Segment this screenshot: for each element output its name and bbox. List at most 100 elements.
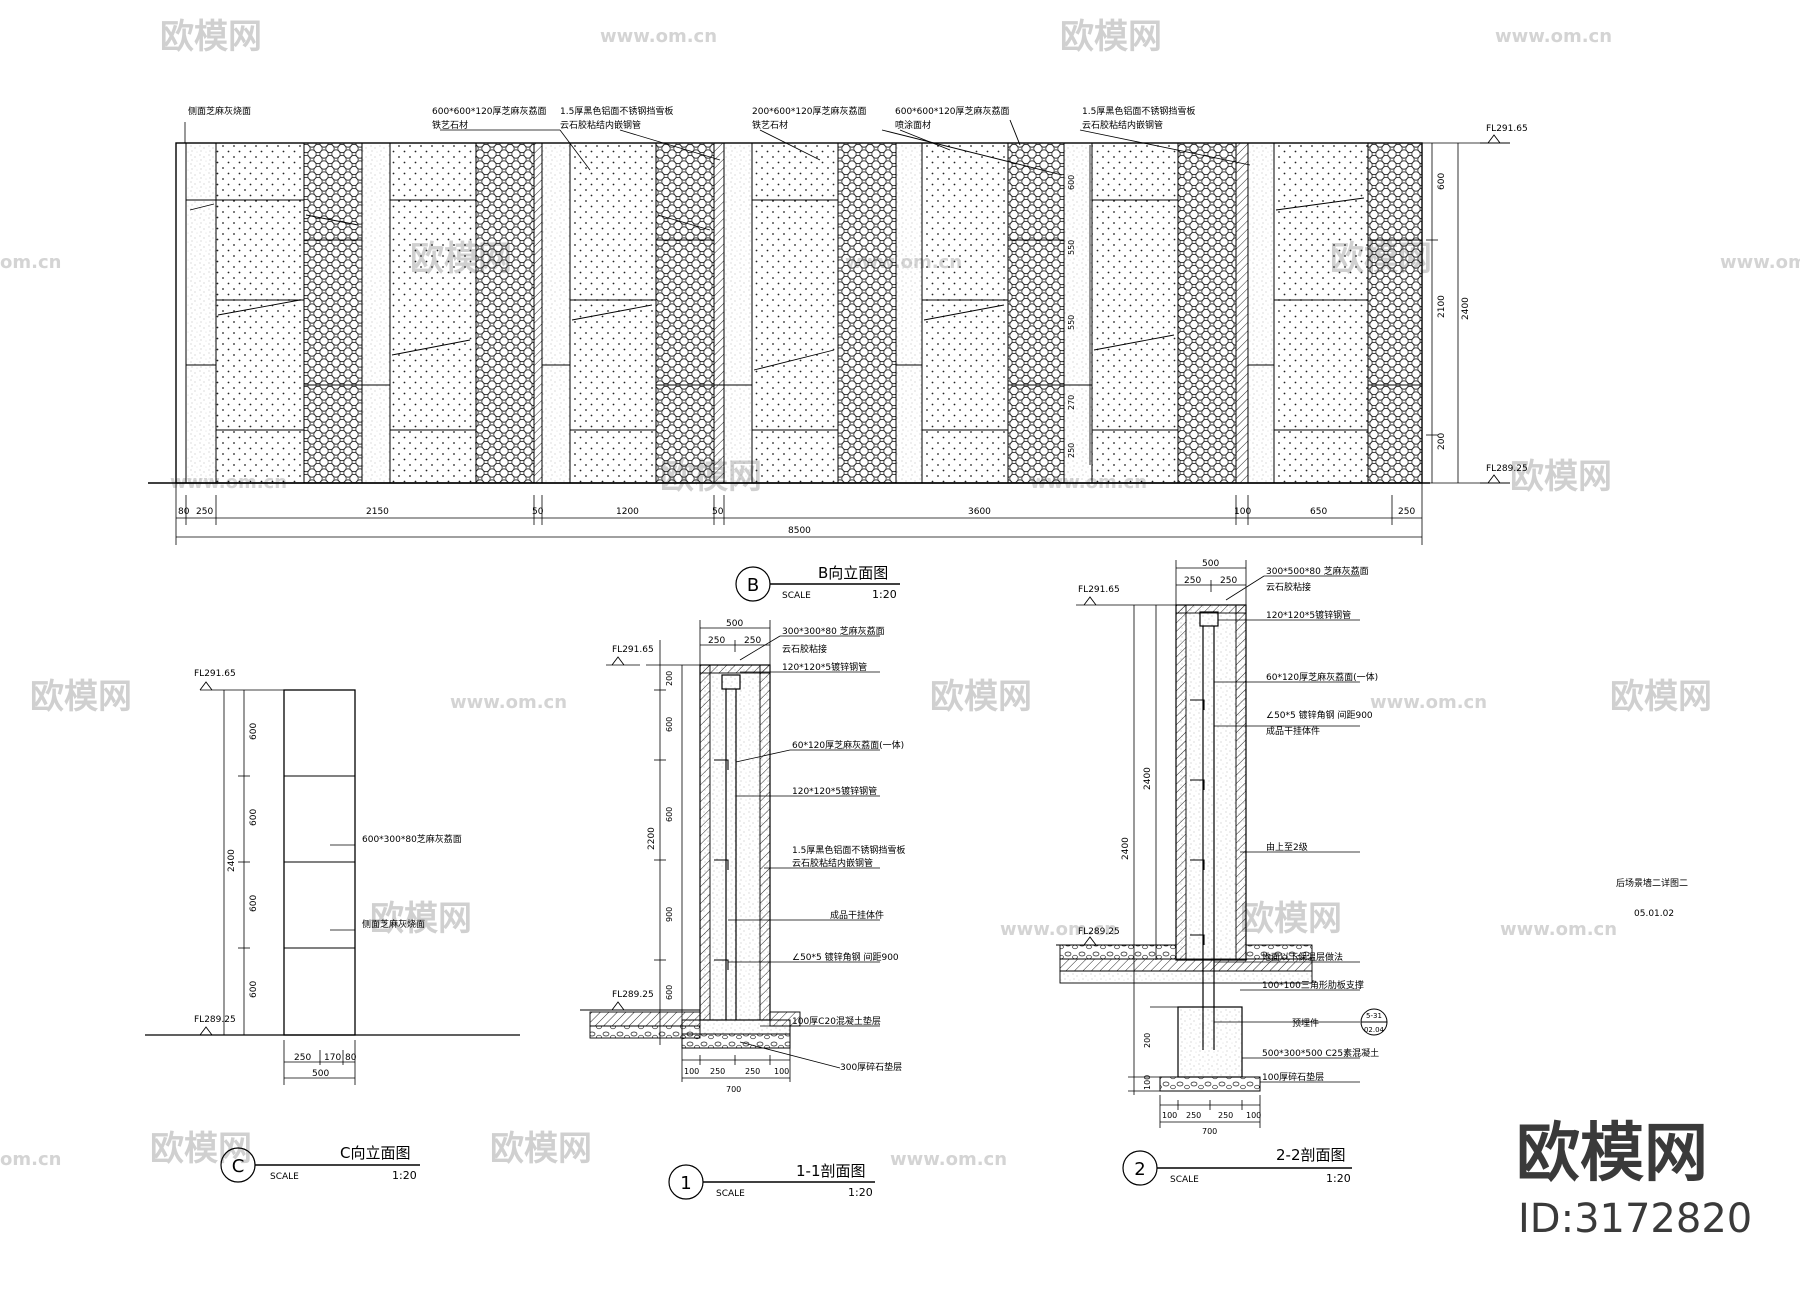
s2-dim-top-2: 250 <box>1220 576 1237 586</box>
elevation-c-labels: FL291.65 FL289.25 600 600 600 600 2400 6… <box>194 669 462 1183</box>
s2-dim-left-1: 2400 <box>1143 767 1153 790</box>
b-callout-7: 铁艺石材 <box>752 119 788 131</box>
s1-callout-4: 60*120厚芝麻灰荔面(一体) <box>792 739 904 751</box>
s2-dim-left-2: 2400 <box>1121 837 1131 860</box>
s2-callout-3: 120*120*5镀锌钢管 <box>1266 609 1351 621</box>
s2-dim-left-3: 200 <box>1143 1033 1152 1048</box>
b-dim-right-total: 2400 <box>1461 297 1471 320</box>
s1-dim-left-2: 600 <box>665 717 674 732</box>
s2-callout-10: 预埋件 <box>1292 1017 1319 1029</box>
b-callout-3: 铁艺石材 <box>432 119 468 131</box>
s1-dim-left-5: 600 <box>665 985 674 1000</box>
b-dim-inner-3: 550 <box>1067 315 1076 330</box>
b-callout-11: 云石胶粘结内嵌钢管 <box>1082 119 1163 131</box>
watermark-url: www.om.cn <box>1720 252 1800 273</box>
watermark-brand: 欧模网 <box>160 17 262 57</box>
c-callout-1: 600*300*80芝麻灰荔面 <box>362 833 462 845</box>
b-dim-3: 2150 <box>366 507 389 517</box>
s1-dim-left-3: 600 <box>665 807 674 822</box>
s2-dim-btotal: 700 <box>1202 1127 1217 1136</box>
c-scale: 1:20 <box>392 1169 417 1182</box>
elevation-b <box>148 119 1510 545</box>
section-2-2-labels: FL291.65 FL289.25 500 250 250 2400 2400 … <box>1078 559 1385 1186</box>
s2-dim-b1: 100 <box>1162 1111 1177 1120</box>
s2-detail-ref-top: 5-31 <box>1366 1012 1382 1020</box>
s2-dim-top-total: 500 <box>1202 559 1219 569</box>
watermark-brand: 欧模网 <box>1510 457 1612 497</box>
b-callout-5: 云石胶粘结内嵌钢管 <box>560 119 641 131</box>
watermark-brand: 欧模网 <box>1060 17 1162 57</box>
b-callout-8: 600*600*120厚芝麻灰荔面 <box>895 105 1010 117</box>
s1-dim-left-total: 2200 <box>647 827 657 850</box>
watermark-brand: 欧模网 <box>150 1129 252 1169</box>
s1-dim-b1: 100 <box>684 1067 699 1076</box>
b-dim-1: 80 <box>178 507 190 517</box>
b-title: B向立面图 <box>818 564 888 582</box>
s2-callout-7: 由上至2级 <box>1266 841 1308 853</box>
section-1-1 <box>580 620 880 1082</box>
s2-title: 2-2剖面图 <box>1276 1146 1346 1164</box>
s1-dim-btotal: 700 <box>726 1085 741 1094</box>
s1-dim-left-1: 200 <box>665 671 674 686</box>
c-title: C向立面图 <box>340 1144 410 1162</box>
s2-dim-left-4: 100 <box>1143 1075 1152 1090</box>
b-dim-right-1: 600 <box>1437 173 1447 190</box>
b-scale-label: SCALE <box>782 591 811 601</box>
s2-callout-2: 云石胶粘接 <box>1266 581 1311 593</box>
watermark-brand: 欧模网 <box>370 899 472 939</box>
s1-callout-2: 云石胶粘接 <box>782 643 827 655</box>
elevation-b-labels: 侧面芝麻灰烧面 600*600*120厚芝麻灰荔面 铁艺石材 1.5厚黑色铝面不… <box>178 105 1528 602</box>
s1-dim-b3: 250 <box>745 1067 760 1076</box>
c-callout-2: 侧面芝麻灰烧面 <box>362 918 425 930</box>
c-dim-btotal: 500 <box>312 1069 329 1079</box>
s2-callout-9: 100*100三角形肋板支撑 <box>1262 979 1364 991</box>
c-level-bottom: FL289.25 <box>194 1015 236 1025</box>
s1-callout-11: 300厚碎石垫层 <box>840 1061 902 1073</box>
watermark-url: www.om.cn <box>1370 692 1487 713</box>
section-2-2 <box>1056 560 1388 1128</box>
c-title-symbol: C <box>232 1156 245 1177</box>
s1-dim-b2: 250 <box>710 1067 725 1076</box>
watermark-url: www.om.cn <box>450 692 567 713</box>
watermark-brand: 欧模网 <box>1610 677 1712 717</box>
s1-title-symbol: 1 <box>680 1173 691 1194</box>
brand-logo-text: 欧模网 <box>1516 1117 1708 1191</box>
c-dim-1: 600 <box>249 723 259 740</box>
b-callout-9: 喷涂面材 <box>895 119 931 131</box>
c-scale-label: SCALE <box>270 1172 299 1182</box>
s1-level-bottom: FL289.25 <box>612 990 654 1000</box>
s2-scale-label: SCALE <box>1170 1175 1199 1185</box>
s2-callout-5: ∠50*5 镀锌角钢 间距900 <box>1266 709 1373 721</box>
s2-scale: 1:20 <box>1326 1172 1351 1185</box>
b-title-symbol: B <box>747 575 759 596</box>
b-level-top: FL291.65 <box>1486 124 1528 134</box>
s2-callout-11: 500*300*500 C25素混凝土 <box>1262 1047 1379 1059</box>
watermark-url: om.cn <box>0 1149 61 1170</box>
s2-level-mid: FL289.25 <box>1078 927 1120 937</box>
s1-dim-top-2: 250 <box>744 636 761 646</box>
watermark-url: www.om.cn <box>1000 919 1117 940</box>
s2-callout-6: 成品干挂体件 <box>1266 725 1320 737</box>
b-callout-6: 200*600*120厚芝麻灰荔面 <box>752 105 867 117</box>
b-dim-inner-5: 250 <box>1067 443 1076 458</box>
s1-callout-3: 120*120*5镀锌钢管 <box>782 661 867 673</box>
elevation-c <box>145 681 520 1085</box>
s1-callout-1: 300*300*80 芝麻灰荔面 <box>782 625 885 637</box>
watermark-url: om.cn <box>0 252 61 273</box>
s1-dim-b4: 100 <box>774 1067 789 1076</box>
s1-callout-7: 云石胶粘结内嵌钢管 <box>792 857 873 869</box>
b-dim-2: 250 <box>196 507 213 517</box>
b-level-bottom: FL289.25 <box>1486 464 1528 474</box>
s1-callout-8: 成品干挂体件 <box>830 909 884 921</box>
s2-callout-12: 100厚碎石垫层 <box>1262 1071 1324 1083</box>
s2-callout-4: 60*120厚芝麻灰荔面(一体) <box>1266 671 1378 683</box>
b-callout-1: 侧面芝麻灰烧面 <box>188 105 251 117</box>
b-dim-6: 50 <box>712 507 724 517</box>
section-1-1-labels: FL291.65 FL289.25 500 250 250 200 600 60… <box>612 619 905 1200</box>
b-dim-inner-2: 550 <box>1067 240 1076 255</box>
b-dim-total: 8500 <box>788 526 811 536</box>
s2-dim-b4: 100 <box>1246 1111 1261 1120</box>
s2-detail-ref-bottom: 02.04 <box>1364 1026 1385 1034</box>
c-dim-b3: 80 <box>345 1053 357 1063</box>
watermark-brand: 欧模网 <box>30 677 132 717</box>
